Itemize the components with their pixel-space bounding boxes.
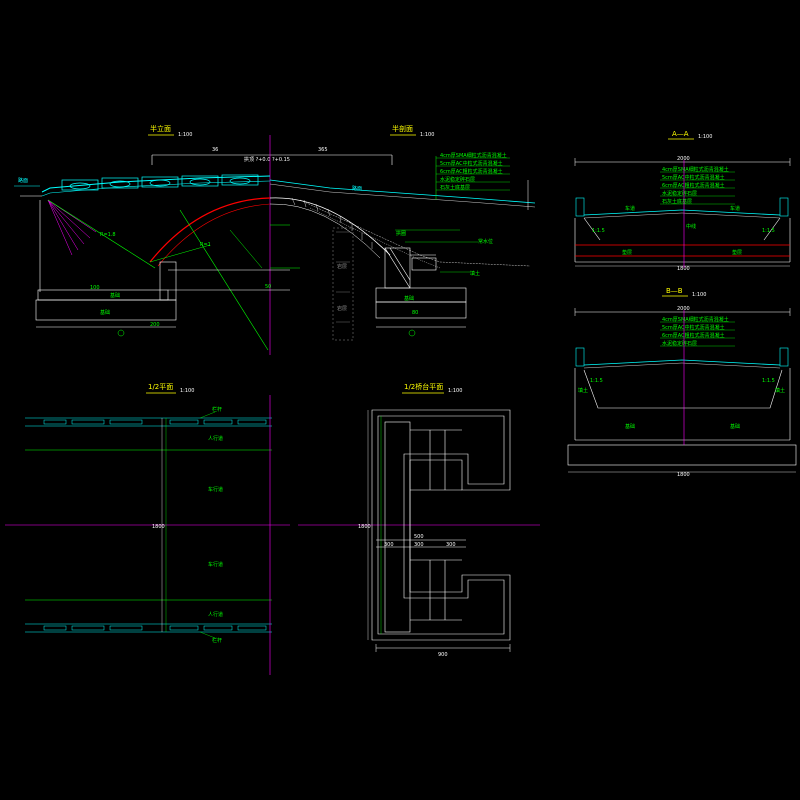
rock-column: 岩层 岩层 (332, 227, 354, 341)
aa-center: 中线 (686, 223, 696, 230)
foundation-left: 基础 (110, 292, 120, 299)
railing-panels (61, 174, 259, 191)
elevation-title-left: 半立面 (150, 124, 171, 133)
foundation-right: 基础 (404, 295, 414, 302)
label-R: R=1.8 (100, 232, 116, 238)
lane-label-2: 车行道 (208, 486, 223, 493)
lane-label-4: 人行道 (208, 611, 223, 618)
aa-width: 2000 (677, 156, 690, 162)
elevation-scale-right: 1:100 (420, 132, 434, 138)
bb-slope-left: 1:1.5 (590, 378, 603, 384)
aa-note-4: 水泥稳定碎石层 (662, 190, 697, 197)
section-aa: A—A 1:100 2000 4cm厚SMA细粒式沥青混凝土 5cm厚AC中粒式… (574, 130, 791, 272)
dim-bottom-2: 200 (150, 322, 160, 328)
bb-note-2: 5cm厚AC中粒式沥青混凝土 (662, 324, 725, 331)
half-plan-scale: 1:100 (180, 388, 194, 394)
abut-dim-4: 300 (446, 542, 456, 548)
half-plan: 1/2平面 1:100 (5, 383, 290, 675)
dim-a: 36 (212, 147, 218, 153)
section-aa-scale: 1:100 (698, 134, 712, 140)
water-level: 常水位 (478, 238, 493, 245)
dim-bottom-4: 80 (412, 310, 418, 316)
dim-bottom-1: 100 (90, 285, 100, 291)
section-bb-title: B—B (666, 287, 683, 295)
section-bb-scale: 1:100 (692, 292, 706, 298)
rail-bottom-label: 栏杆 (212, 637, 222, 644)
elevation-scale-left: 1:100 (178, 132, 192, 138)
el-note-3: 6cm厚AC粗粒式沥青混凝土 (440, 168, 503, 175)
road-level-right: 路面 (352, 185, 362, 192)
rock-label-2: 岩层 (337, 305, 347, 312)
section-bb: B—B 1:100 2000 4cm厚SMA细粒式沥青混凝土 5cm厚AC中粒式… (567, 287, 797, 478)
section-aa-title: A—A (672, 130, 689, 138)
crown-text: 拱顶 ?+0.0 ?+0.15 (244, 156, 290, 163)
foundation-left-2: 基础 (100, 309, 110, 316)
abutment-plan-title: 1/2桥台平面 (404, 382, 443, 391)
aa-lane-left: 车道 (625, 205, 635, 212)
label-r: R=1 (200, 242, 211, 248)
abutment-plan: 1/2桥台平面 1:100 1800 500 300 300 300 (298, 382, 540, 658)
aa-bottom: 1800 (677, 266, 690, 272)
bb-note-4: 水泥稳定碎石层 (662, 340, 697, 347)
abut-left-dim: 1800 (358, 524, 371, 530)
aa-lane-right: 车道 (730, 205, 740, 212)
abut-bottom-dim: 900 (438, 652, 448, 658)
elevation-title-right: 半剖面 (392, 124, 413, 133)
bb-base-right: 基础 (730, 423, 740, 430)
bb-base-left: 基础 (625, 423, 635, 430)
abutment-plan-scale: 1:100 (448, 388, 462, 394)
aa-note-5: 石灰土底基层 (662, 198, 692, 205)
lane-label-3: 车行道 (208, 561, 223, 568)
bb-note-3: 6cm厚AC粗粒式沥青混凝土 (662, 332, 725, 339)
bb-slope-right: 1:1.5 (762, 378, 775, 384)
dim-bottom-3: 50 (265, 284, 271, 290)
aa-note-3: 6cm厚AC粗粒式沥青混凝土 (662, 182, 725, 189)
dim-b: 365 (318, 147, 328, 153)
fill-note: 填土 (470, 270, 480, 277)
arch-note: 拱圈 (396, 230, 406, 237)
el-note-1: 4cm厚SMA细粒式沥青混凝土 (440, 152, 507, 159)
aa-slope-left: 1:1.5 (592, 228, 605, 234)
half-plan-dim: 1800 (152, 524, 165, 530)
el-note-5: 石灰土底基层 (440, 184, 470, 191)
el-note-4: 水泥稳定碎石层 (440, 176, 475, 183)
rock-label-1: 岩层 (337, 263, 347, 270)
elevation-notes: 4cm厚SMA细粒式沥青混凝土 5cm厚AC中粒式沥青混凝土 6cm厚AC粗粒式… (435, 152, 510, 200)
bb-width: 2000 (677, 306, 690, 312)
aa-note-1: 4cm厚SMA细粒式沥青混凝土 (662, 166, 729, 173)
el-note-2: 5cm厚AC中粒式沥青混凝土 (440, 160, 503, 167)
elevation-view: 半立面 1:100 半剖面 1:100 36 365 拱顶 ?+0.0 ?+0.… (14, 124, 536, 355)
bb-fill-left: 填土 (578, 387, 588, 394)
abut-dim-3: 300 (414, 542, 424, 548)
bb-bottom: 1800 (677, 472, 690, 478)
aa-layer-left: 垫层 (622, 249, 632, 256)
aa-layer-right: 垫层 (732, 249, 742, 256)
bb-fill-right: 填土 (775, 387, 785, 394)
lane-label-1: 人行道 (208, 435, 223, 442)
aa-slope-right: 1:1.5 (762, 228, 775, 234)
abut-dim-1: 500 (414, 534, 424, 540)
half-plan-title: 1/2平面 (148, 383, 173, 391)
abut-dim-2: 300 (384, 542, 394, 548)
rail-top-label: 栏杆 (212, 406, 222, 413)
road-level-left: 路面 (18, 177, 28, 184)
aa-note-2: 5cm厚AC中粒式沥青混凝土 (662, 174, 725, 181)
bb-note-1: 4cm厚SMA细粒式沥青混凝土 (662, 316, 729, 323)
